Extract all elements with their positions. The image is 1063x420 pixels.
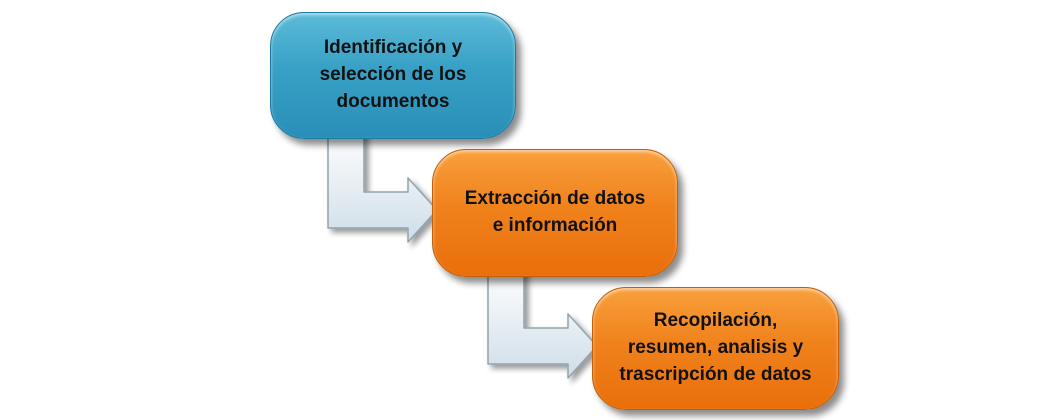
- step-box-recopilacion: Recopilación, resumen, analisis y trascr…: [592, 287, 839, 410]
- step-label: Identificación y selección de los docume…: [319, 37, 467, 112]
- step-box-identificacion: Identificación y selección de los docume…: [270, 12, 516, 139]
- elbow-arrow-icon: [487, 267, 598, 379]
- step-label: Extracción de datos e información: [464, 188, 646, 236]
- step-box-extraccion: Extracción de datos e información: [432, 149, 678, 277]
- elbow-arrow-icon: [327, 127, 438, 243]
- step-label: Recopilación, resumen, analisis y trascr…: [619, 310, 812, 385]
